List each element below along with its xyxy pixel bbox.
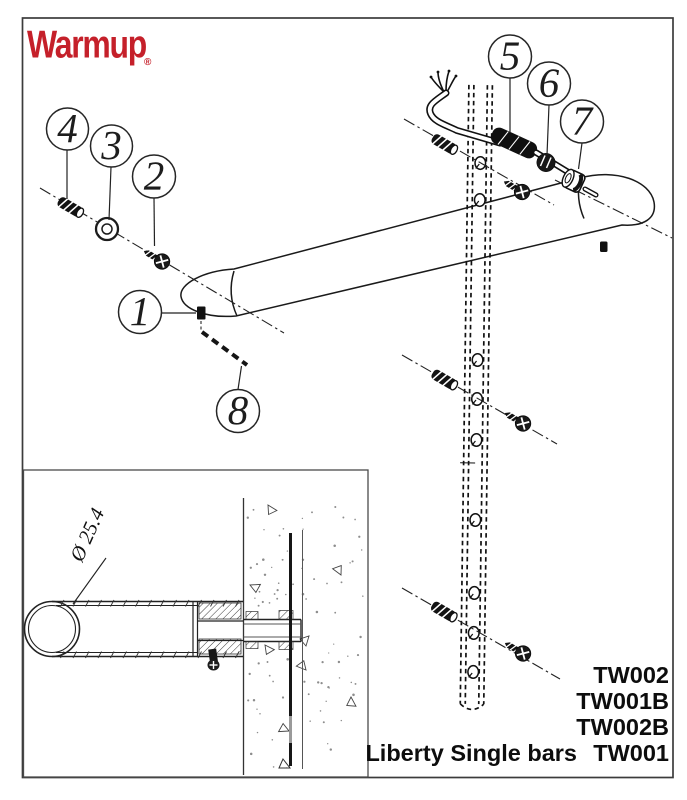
- screw: [504, 642, 532, 662]
- callout-8: 8: [215, 387, 261, 434]
- callout-2-label: 2: [144, 153, 165, 199]
- element-assembly: [426, 69, 599, 198]
- rail-edge: [459, 84, 470, 704]
- callout-1-label: 1: [130, 288, 151, 334]
- collar-bush: [561, 168, 586, 193]
- part-number-2: TW001B: [576, 688, 669, 714]
- mount-bracket: [192, 601, 244, 657]
- rail-hole: [474, 155, 487, 171]
- registered-trademark: ®: [144, 57, 152, 68]
- fastener-set-left: [57, 197, 171, 270]
- rail-hole: [468, 585, 481, 601]
- callout-4-label: 4: [57, 105, 78, 151]
- callout-6-label: 6: [539, 60, 560, 106]
- rail-bottom-cap: [459, 703, 485, 711]
- bar-end-plug: [600, 241, 608, 252]
- callout-1: 1: [117, 288, 163, 335]
- bar-body: [180, 173, 656, 318]
- wall-plug: [431, 134, 459, 155]
- fastener-set-top: [431, 134, 531, 201]
- brand-logo-text: Warmup: [27, 24, 146, 67]
- wall-plug: [430, 601, 458, 623]
- bar-left-cap-seam: [230, 270, 238, 317]
- nut: [536, 153, 556, 172]
- inset-detail: Ø 25.4: [22, 469, 369, 778]
- rail-edge: [477, 85, 489, 705]
- inset-box: [22, 469, 369, 778]
- screw: [503, 180, 531, 201]
- axis-line-middle-fastener: [401, 354, 558, 445]
- washer-ring: [94, 216, 120, 242]
- fastener-set-middle: [431, 369, 532, 432]
- callout-7-label: 7: [572, 98, 594, 144]
- towel-bar: [180, 173, 656, 318]
- footer: TW002 TW001B TW002B TW001 Liberty Single…: [365, 662, 669, 766]
- rail-hole: [467, 625, 480, 641]
- part-number-1: TW002: [593, 662, 669, 688]
- rail-hole: [473, 192, 486, 208]
- callout-5-label: 5: [500, 33, 521, 79]
- callouts: 4 3 2 1 8 5 6 7: [45, 33, 605, 434]
- power-cord: [200, 330, 249, 367]
- rail-hole: [470, 432, 483, 448]
- screw: [504, 412, 532, 432]
- callout-3: 3: [89, 122, 134, 168]
- heating-element: [490, 127, 538, 159]
- fastener-set-bottom: [430, 601, 532, 662]
- set-screw: [207, 648, 220, 671]
- wall-rail: [459, 84, 494, 711]
- callout-7: 7: [559, 98, 605, 144]
- screw: [143, 250, 171, 270]
- part-number-4: TW001: [593, 740, 669, 766]
- callout-3-label: 3: [100, 122, 122, 168]
- element-cable-core: [427, 91, 502, 145]
- wall-plug: [431, 369, 459, 391]
- product-caption: Liberty Single bars: [365, 740, 577, 766]
- axis-line-top-fastener: [403, 118, 555, 206]
- stipple-dots: [246, 505, 364, 769]
- rail-hole: [471, 352, 484, 368]
- callout-8-label: 8: [228, 387, 249, 433]
- callout-6: 6: [526, 60, 572, 106]
- rail-edge: [482, 85, 494, 705]
- callout-5: 5: [487, 33, 533, 79]
- callout-4: 4: [45, 105, 90, 151]
- collar-stub-core: [583, 187, 598, 197]
- cable-gland: [197, 306, 206, 320]
- bar-fittings: [197, 241, 608, 367]
- rail-holes: [467, 155, 487, 680]
- part-number-3: TW002B: [576, 714, 669, 740]
- axis-line-bottom-fastener: [401, 587, 561, 680]
- brand-logo: Warmup ®: [27, 24, 152, 69]
- callout-leaders: [66, 78, 583, 390]
- wall-plug: [57, 197, 85, 218]
- rail-edge: [464, 84, 475, 704]
- rail-hole: [467, 664, 480, 680]
- tube-section: [23, 599, 243, 659]
- rail-hole: [470, 391, 484, 407]
- rail-hole: [469, 512, 482, 528]
- callout-2: 2: [131, 153, 177, 199]
- wall-plate: [278, 530, 303, 769]
